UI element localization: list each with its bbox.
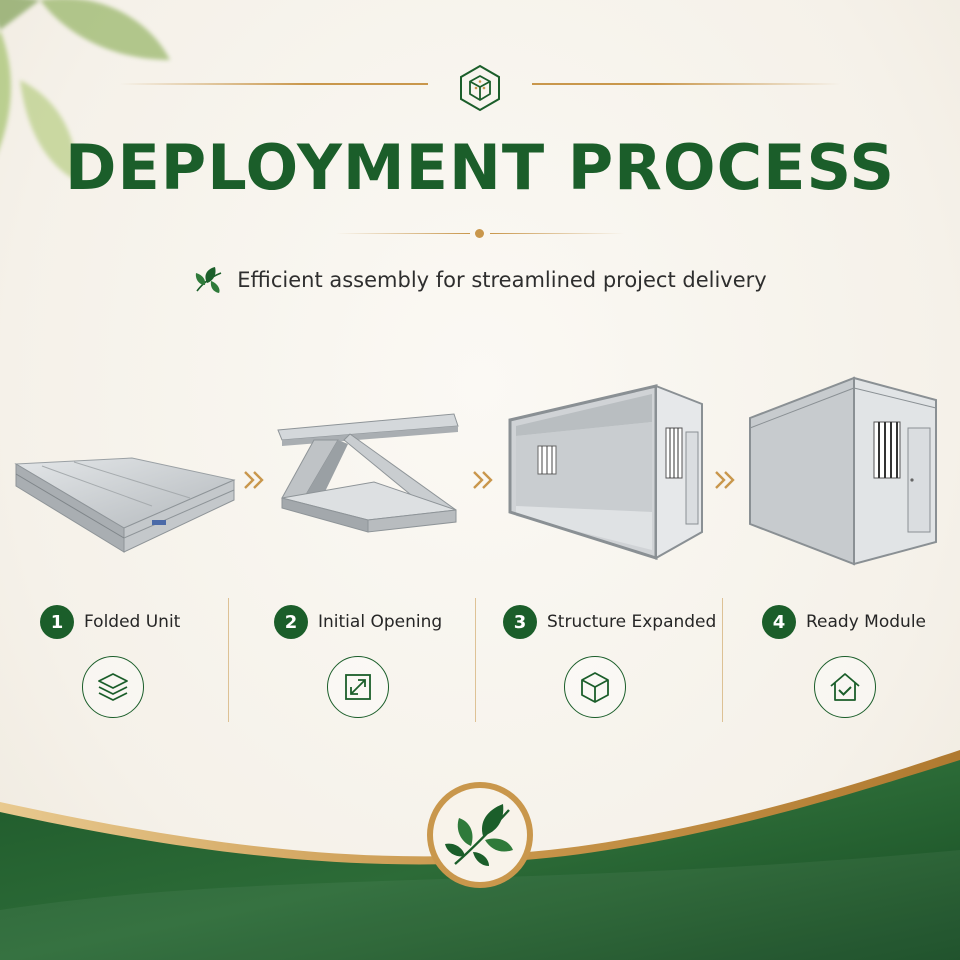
ready-module-image <box>749 376 937 566</box>
box-icon <box>581 672 609 703</box>
step-number: 1 <box>40 605 74 639</box>
layers-icon <box>98 673 128 701</box>
top-rule-right <box>532 83 840 85</box>
step-label: Structure Expanded <box>547 612 717 632</box>
folded-unit-image <box>14 457 236 553</box>
divider-left <box>336 233 470 234</box>
home-check-icon <box>830 673 860 701</box>
initial-opening-image <box>277 413 459 533</box>
step-label: Folded Unit <box>84 612 181 632</box>
footer-wave <box>0 750 960 960</box>
step-separator <box>475 598 476 722</box>
step-4: 4 Ready Module <box>762 600 926 644</box>
leaf-branch-icon <box>427 782 533 888</box>
expand-icon <box>345 674 371 700</box>
step-label: Initial Opening <box>318 612 443 632</box>
step-label: Ready Module <box>806 612 926 632</box>
leaf-decoration <box>0 0 170 180</box>
leaf-icon <box>196 267 222 293</box>
step-2-icon-circle <box>327 656 389 718</box>
subtitle-row: Efficient assembly for streamlined proje… <box>0 262 960 298</box>
page-title: DEPLOYMENT PROCESS <box>64 131 896 204</box>
step-separator <box>228 598 229 722</box>
step-1: 1 Folded Unit <box>40 600 180 644</box>
divider-dot <box>475 229 484 238</box>
top-rule-left <box>120 83 428 85</box>
step-1-icon-circle <box>82 656 144 718</box>
chevron-right-icon <box>715 471 735 489</box>
step-number: 4 <box>762 605 796 639</box>
chevron-right-icon <box>244 471 264 489</box>
step-3-icon-circle <box>564 656 626 718</box>
step-number: 3 <box>503 605 537 639</box>
cube-badge-icon <box>460 64 500 112</box>
subtitle: Efficient assembly for streamlined proje… <box>237 268 767 292</box>
step-4-icon-circle <box>814 656 876 718</box>
step-2: 2 Initial Opening <box>274 600 442 644</box>
chevron-right-icon <box>473 471 493 489</box>
step-number: 2 <box>274 605 308 639</box>
step-3: 3 Structure Expanded <box>503 600 716 644</box>
step-separator <box>722 598 723 722</box>
structure-expanded-image <box>508 384 703 561</box>
divider-right <box>490 233 624 234</box>
